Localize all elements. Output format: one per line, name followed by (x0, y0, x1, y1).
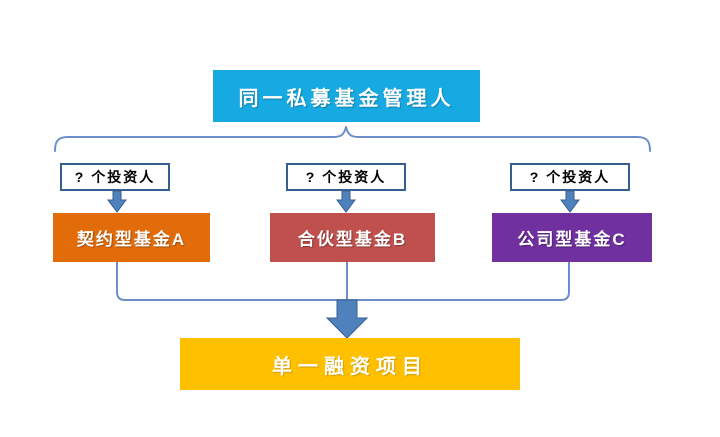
fund-label: 合伙型基金B (297, 230, 408, 249)
down-arrow-icon (107, 190, 127, 213)
project-box: 单一融资项目 (180, 338, 520, 390)
investor-count-label: ? 个投资人 (74, 169, 156, 185)
down-arrow-icon (560, 190, 580, 213)
merge-connector-line (116, 262, 570, 301)
merge-down-arrow-icon (325, 299, 369, 339)
fund-box-contract: 契约型基金A (53, 213, 210, 262)
brace-shape (54, 126, 651, 152)
manager-label: 同一私募基金管理人 (238, 87, 455, 110)
project-label: 单一融资项目 (272, 355, 428, 378)
fund-label: 公司型基金C (517, 230, 627, 249)
fund-label: 契约型基金A (76, 230, 187, 249)
investor-count-box-corporate: ? 个投资人 (510, 163, 630, 191)
fund-box-partnership: 合伙型基金B (270, 213, 435, 262)
investor-count-label: ? 个投资人 (529, 169, 611, 185)
investor-count-box-contract: ? 个投资人 (60, 163, 170, 191)
investor-count-label: ? 个投资人 (305, 169, 387, 185)
down-arrow-icon (336, 190, 356, 213)
manager-box: 同一私募基金管理人 (213, 70, 480, 122)
fund-box-corporate: 公司型基金C (492, 213, 652, 262)
investor-count-box-partnership: ? 个投资人 (286, 163, 406, 191)
